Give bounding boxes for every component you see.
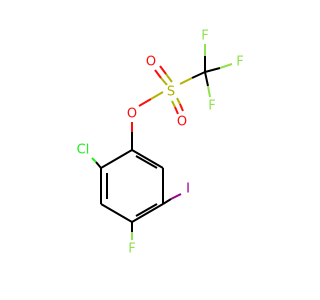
aromatic-inner-2	[135, 203, 158, 217]
bond-c5-i-a	[162, 198, 172, 205]
bond-o-s-b	[150, 91, 164, 100]
bond-c1-c2	[100, 149, 133, 169]
bond-s-c-b	[191, 71, 206, 79]
atom-f-ring: F	[128, 242, 135, 257]
atom-i: I	[186, 182, 190, 197]
bond-s-otop-b	[154, 69, 162, 79]
bond-s-obot-d	[179, 103, 184, 112]
bond-s-otop-d	[159, 65, 167, 75]
atom-o-top: O	[146, 55, 156, 70]
molecule-structure: O S O O F F F Cl F I	[77, 29, 244, 257]
bond-c3-c4	[100, 203, 133, 223]
atom-f-top: F	[201, 29, 208, 44]
bond-c6-c1	[131, 149, 164, 169]
bond-c-fright-b	[219, 63, 233, 69]
bond-c-fright-a	[204, 67, 221, 73]
atom-o-bottom: O	[177, 115, 187, 130]
bond-c-fbot-b	[207, 85, 211, 98]
bond-s-obot-b	[174, 106, 179, 115]
bond-c4-c5	[131, 203, 164, 223]
bond-c5-i-b	[170, 193, 182, 200]
atom-f-right: F	[236, 55, 243, 70]
bond-c-fbot-a	[204, 71, 209, 87]
atom-s: S	[167, 85, 175, 100]
bond-c2-cl-b	[91, 157, 97, 163]
benzene-ring	[100, 149, 164, 223]
aromatic-inner-3	[135, 155, 158, 169]
bond-o-s-a	[138, 98, 152, 107]
bond-s-obot-a	[171, 100, 176, 108]
bond-s-c	[179, 77, 193, 85]
bond-s-obot-c	[176, 97, 181, 105]
atom-o-ester: O	[127, 107, 137, 122]
bond-s-otop-a	[160, 77, 168, 86]
bond-c2-cl-a	[95, 161, 102, 169]
bond-s-otop-c	[165, 73, 173, 83]
atom-cl: Cl	[77, 143, 90, 158]
atom-f-bottom: F	[208, 99, 215, 114]
